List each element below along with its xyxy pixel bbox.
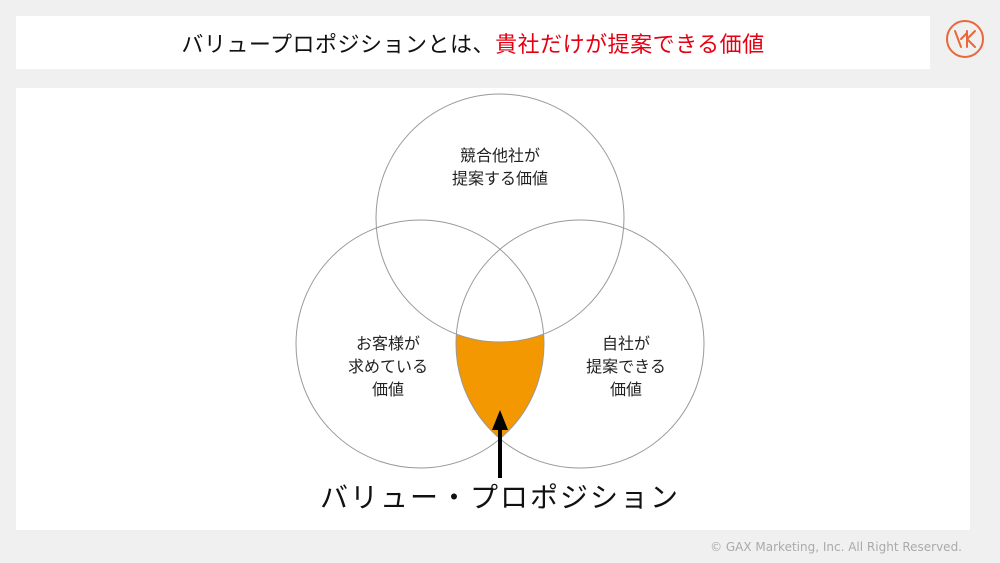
value-proposition-label: バリュー・プロポジション (319, 481, 680, 514)
title-prefix: バリュープロポジションとは、 (181, 32, 496, 58)
label-customers: お客様が 求めている 価値 (328, 332, 448, 401)
label-company: 自社が 提案できる 価値 (566, 332, 686, 401)
value-proposition-area (456, 220, 544, 468)
label-competitors: 競合他社が 提案する価値 (400, 144, 600, 190)
slide-title: バリュープロポジションとは、貴社だけが提案できる価値 (16, 16, 930, 69)
diagram-panel: 競合他社が 提案する価値 お客様が 求めている 価値 自社が 提案できる 価値 … (16, 88, 970, 530)
label-company-line-1: 自社が (601, 334, 650, 353)
label-company-line-2: 提案できる (586, 357, 666, 376)
circle-company (455, 219, 705, 469)
label-company-line-3: 価値 (609, 380, 642, 399)
circle-competitors (375, 93, 625, 343)
pointer-arrow-head (492, 410, 508, 430)
label-customers-line-2: 求めている (347, 357, 428, 376)
label-customers-line-3: 価値 (371, 380, 404, 399)
venn-diagram (295, 93, 705, 478)
circle-customers (295, 219, 545, 469)
label-competitors-line-2: 提案する価値 (451, 169, 548, 188)
company-logo-icon (946, 20, 984, 58)
copyright-text: © GAX Marketing, Inc. All Right Reserved… (710, 540, 962, 554)
label-customers-line-1: お客様が (355, 334, 420, 353)
label-competitors-line-1: 競合他社が (459, 146, 540, 165)
title-highlight: 貴社だけが提案できる価値 (495, 32, 765, 58)
